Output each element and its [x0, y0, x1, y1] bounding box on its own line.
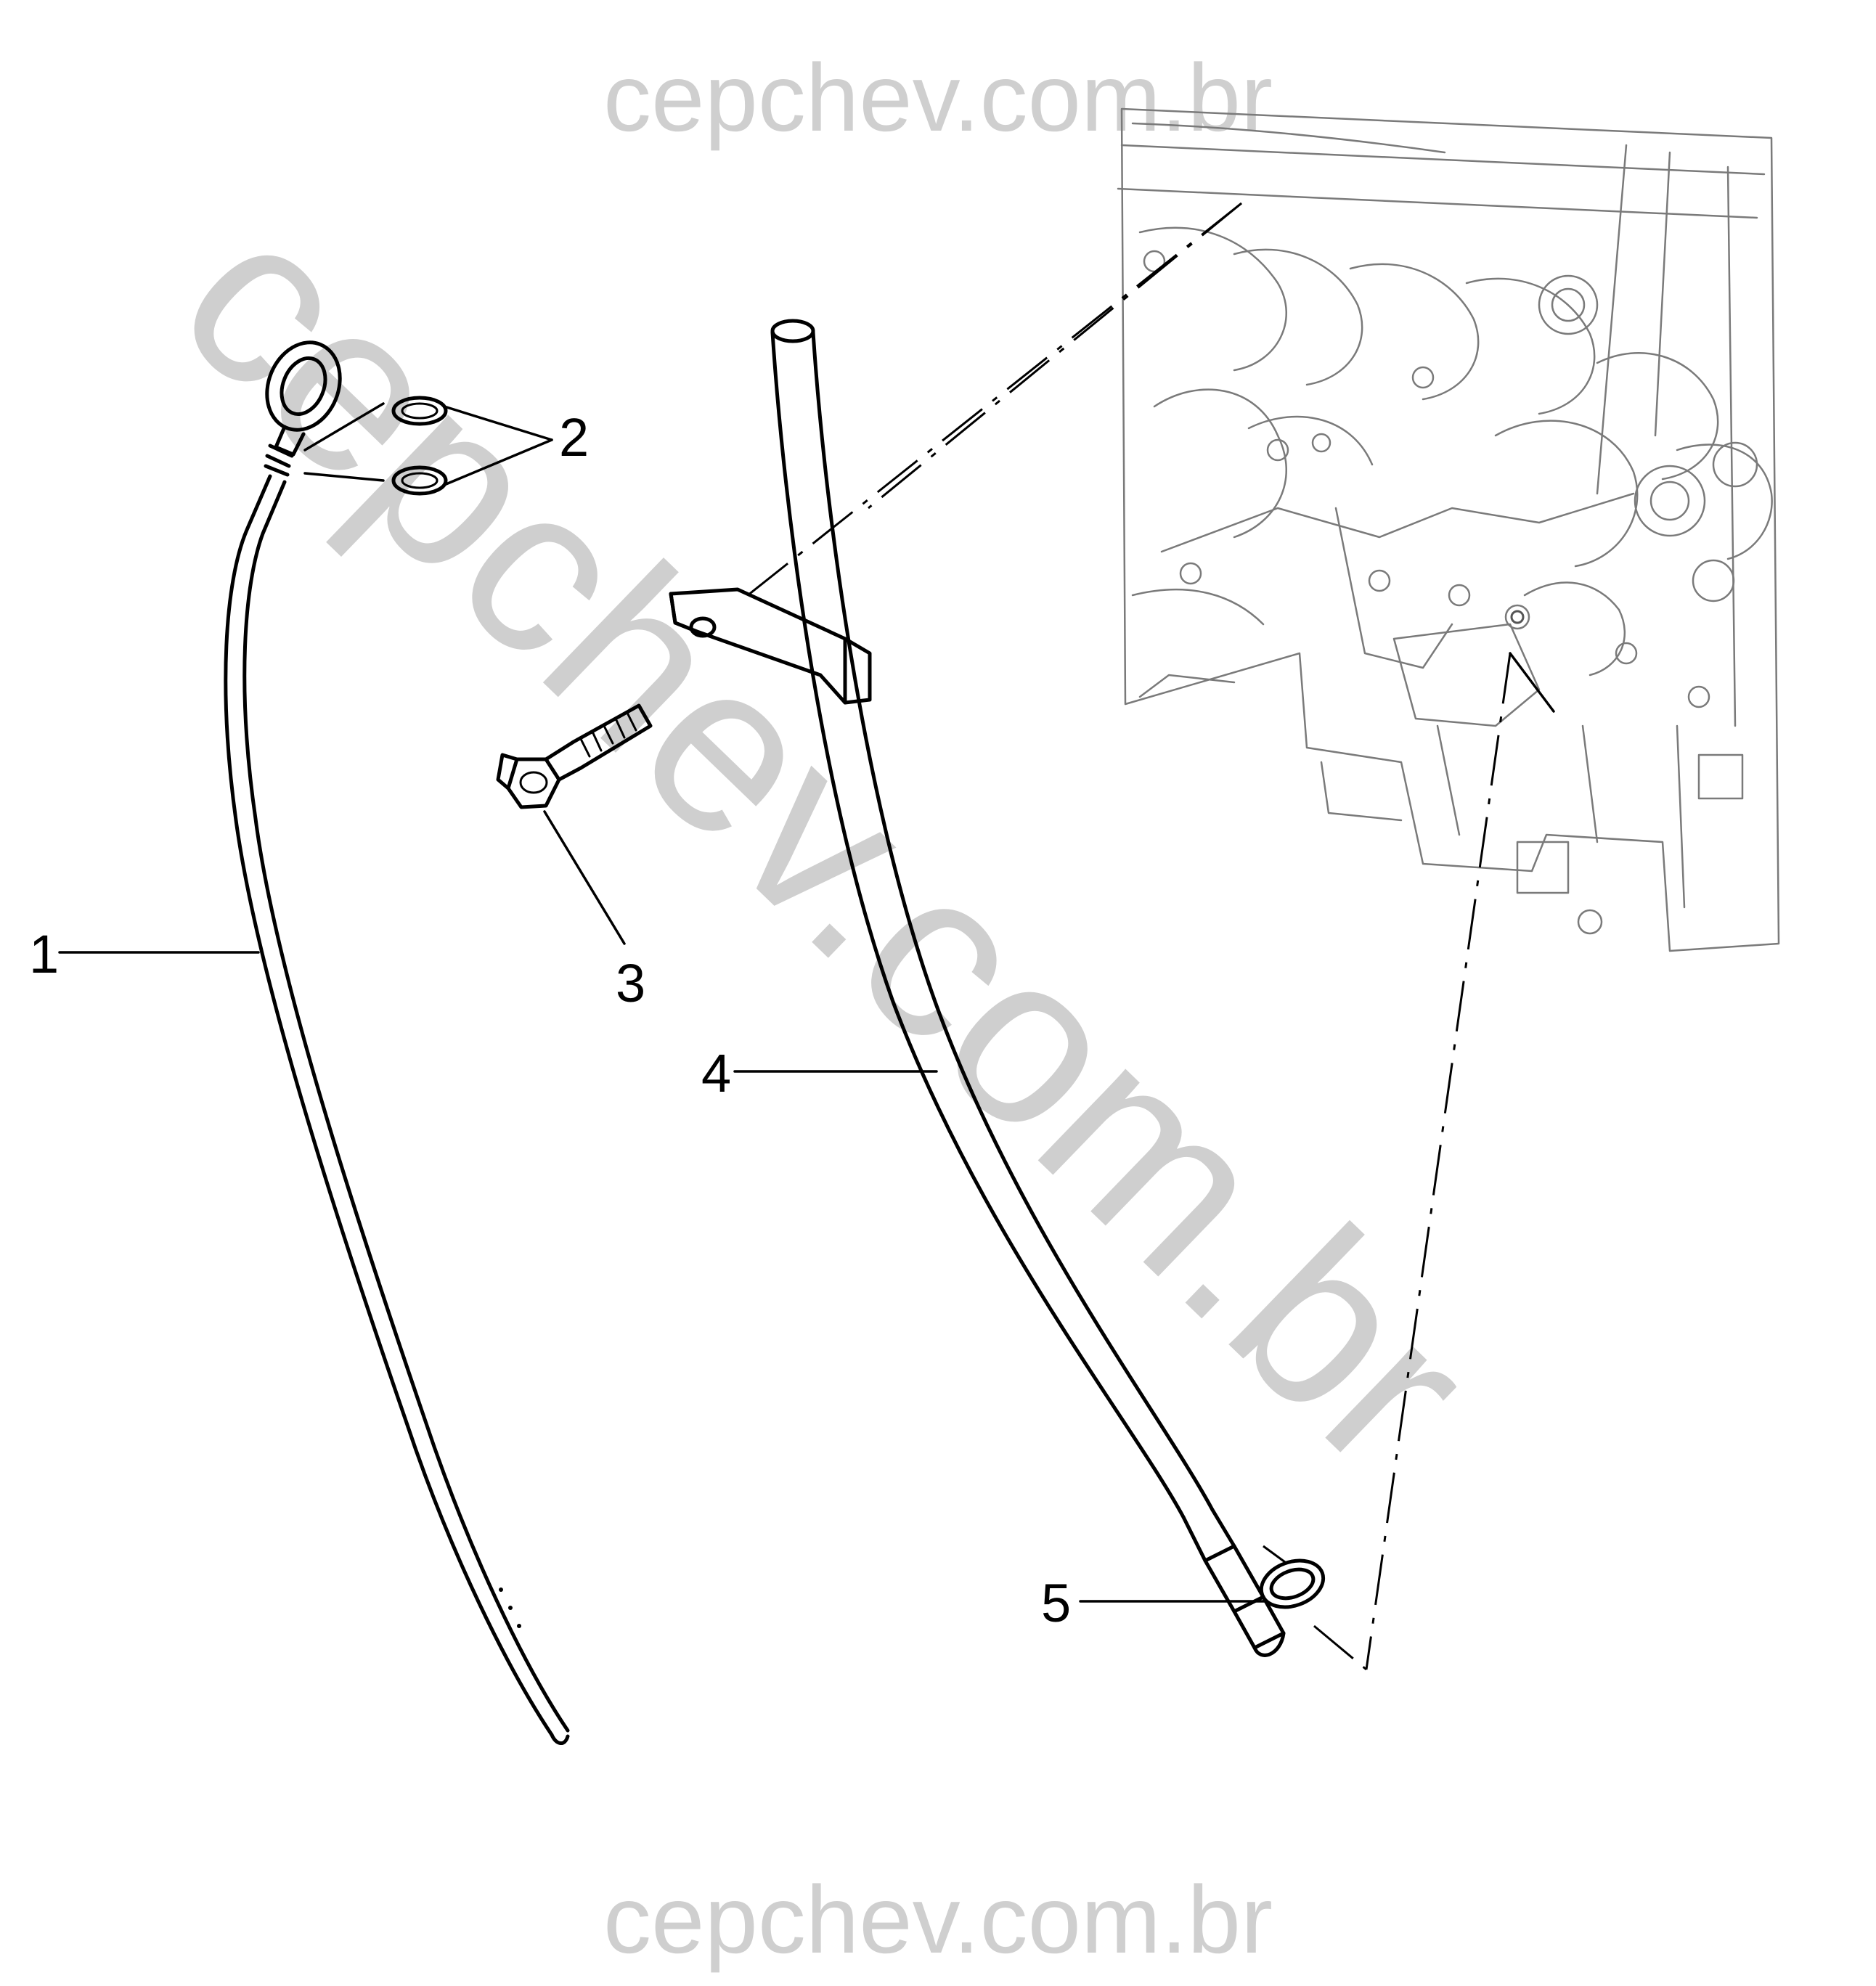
leader-lines [58, 402, 1266, 1603]
watermark-bottom: cepchev.com.br [603, 1866, 1273, 1973]
callout-1: 1 [29, 924, 59, 984]
bolt-part [496, 703, 653, 809]
callout-labels: 1 2 3 4 5 [29, 407, 1071, 1633]
watermark-top: cepchev.com.br [603, 44, 1273, 151]
callout-5: 5 [1041, 1573, 1071, 1633]
dipstick-part [224, 340, 570, 1745]
o-ring-seals-part [391, 396, 448, 496]
engine-block-illustration [1117, 107, 1780, 952]
installation-guide-lines [747, 202, 1555, 1671]
callout-4: 4 [701, 1043, 731, 1103]
tube-seal-part [1259, 1558, 1326, 1609]
callout-3: 3 [616, 953, 645, 1013]
callout-2: 2 [559, 407, 589, 467]
dipstick-tube-part [669, 319, 1286, 1657]
